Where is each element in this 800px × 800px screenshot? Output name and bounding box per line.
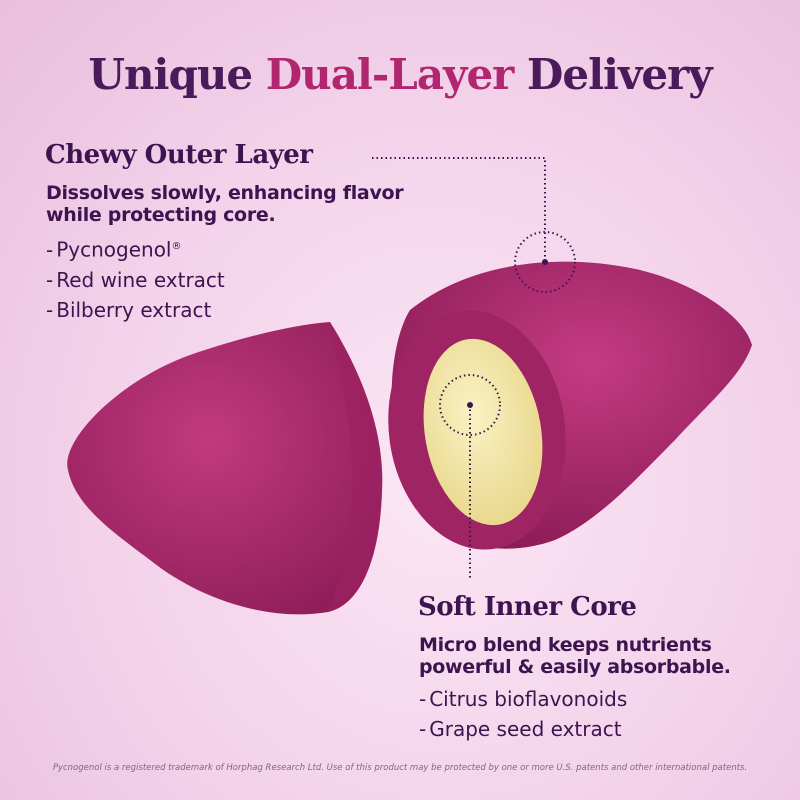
inner-core-description-line-1: Micro blend keeps nutrients: [419, 634, 712, 656]
inner-core-description-line-2: powerful & easily absorbable.: [419, 656, 731, 678]
outer-layer-ingredient-list: Pycnogenol® Red wine extract Bilberry ex…: [46, 232, 225, 325]
title-accent: Dual-Layer: [265, 50, 515, 99]
inner-core: [423, 338, 543, 526]
trademark-footnote: Pycnogenol is a registered trademark of …: [52, 763, 748, 773]
outer-layer-description-line-1: Dissolves slowly, enhancing flavor: [46, 182, 404, 204]
outer-layer-description-line-2: while protecting core.: [46, 204, 276, 226]
title-part-1: Unique: [88, 50, 266, 99]
page-title: Unique Dual-Layer Delivery: [0, 50, 800, 99]
outer-layer-heading: Chewy Outer Layer: [45, 140, 313, 170]
inner-core-callout-circle: [439, 374, 501, 436]
outer-layer-callout-circle: [514, 231, 576, 293]
list-item: Pycnogenol®: [46, 232, 225, 265]
list-item: Grape seed extract: [419, 714, 627, 744]
registered-mark: ®: [171, 241, 182, 252]
gummy-left-cut-face: [328, 322, 383, 612]
list-item: Bilberry extract: [46, 295, 225, 325]
outer-layer-callout-dot: [542, 259, 548, 265]
inner-core-heading: Soft Inner Core: [418, 592, 637, 622]
inner-core-ingredient-list: Citrus bioflavonoids Grape seed extract: [419, 684, 627, 744]
list-item: Citrus bioflavonoids: [419, 684, 627, 714]
title-part-2: Delivery: [513, 50, 713, 99]
list-item: Red wine extract: [46, 265, 225, 295]
inner-core-description: Micro blend keeps nutrients powerful & e…: [419, 634, 731, 678]
gummy-left-half: [67, 322, 383, 615]
outer-layer-description: Dissolves slowly, enhancing flavor while…: [46, 182, 404, 226]
